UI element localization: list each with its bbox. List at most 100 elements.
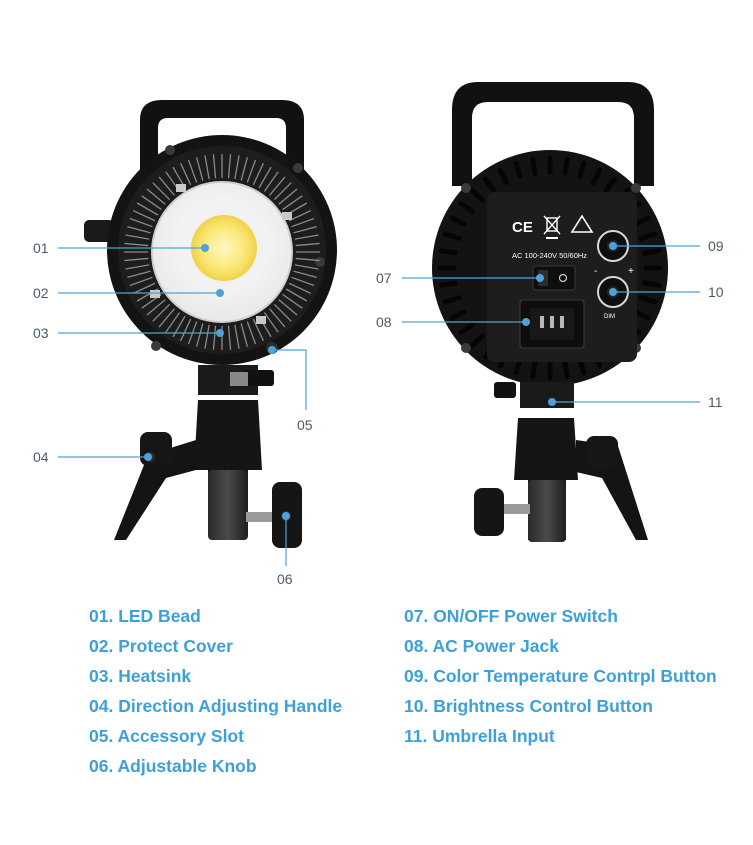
- back-handle: [452, 82, 654, 186]
- heatsink-fin: [291, 276, 315, 287]
- vent-slot: [513, 160, 523, 180]
- vent-slot: [603, 176, 618, 193]
- vent-slot: [449, 309, 467, 321]
- heatsink-fin: [129, 217, 153, 228]
- vent-slot: [577, 160, 587, 180]
- callout-10: 10: [708, 284, 724, 300]
- callout-02: 02: [33, 285, 49, 301]
- heatsink-fin: [146, 299, 166, 316]
- heatsink-fin: [263, 171, 279, 192]
- vent-slot: [530, 156, 538, 176]
- legend-item: 09. Color Temperature Contrpl Button: [404, 666, 717, 686]
- callout-09: 09: [708, 238, 724, 254]
- callout-06: 06: [277, 571, 293, 587]
- legend-item: 10. Brightness Control Button: [404, 696, 653, 716]
- legend-item: 03. Heatsink: [89, 666, 192, 686]
- heatsink-fin: [204, 324, 210, 349]
- legend-item: 06. Adjustable Knob: [89, 756, 257, 776]
- vent-slot: [442, 295, 462, 305]
- heatsink-fin: [294, 234, 319, 240]
- dim-label: DIM: [604, 314, 615, 320]
- heatsink-fin: [293, 270, 317, 278]
- weee-bin-icon: [543, 215, 561, 239]
- vent-slot: [562, 360, 570, 380]
- heatsink-fin: [204, 155, 210, 180]
- legend-item: 02. Protect Cover: [89, 636, 233, 656]
- heatsink-fin: [263, 312, 279, 333]
- heatsink-fin: [285, 288, 308, 302]
- vent-slot: [497, 167, 509, 185]
- legend-item: 04. Direction Adjusting Handle: [89, 696, 343, 716]
- back-mount-neck: [520, 382, 574, 408]
- callout-05: 05: [297, 417, 313, 433]
- heatsink-fin: [152, 182, 171, 201]
- heatsink-fin: [141, 195, 162, 211]
- heatsink-fin: [187, 159, 198, 183]
- vent-slot: [438, 280, 458, 288]
- heatsink-fin: [132, 282, 156, 295]
- back-view: CE AC 100-240V 50/60Hz - + DIM: [432, 82, 668, 542]
- callout-03: 03: [33, 325, 49, 341]
- front-tripod-arm: [114, 440, 196, 540]
- callout-07: 07: [376, 270, 392, 286]
- heatsink-fin: [127, 226, 151, 234]
- callout-01: 01: [33, 240, 49, 256]
- heatsink-fin: [227, 154, 232, 179]
- heatsink-fin: [246, 159, 257, 183]
- heatsink-fin: [129, 276, 153, 287]
- vent-slot: [530, 360, 538, 380]
- heatsink-fin: [158, 308, 175, 328]
- heatsink-fin: [252, 318, 265, 342]
- heatsink-fin: [282, 293, 303, 309]
- heatsink-fin: [278, 188, 298, 205]
- heatsink-fin: [132, 209, 156, 222]
- heatsink-fin: [294, 264, 319, 270]
- plus-mark: +: [628, 266, 634, 277]
- heatsink-fin: [258, 166, 272, 189]
- heatsink-fin: [240, 323, 248, 347]
- vent-slot: [591, 167, 603, 185]
- heatsink-fin: [124, 257, 149, 262]
- heatsink-fin: [179, 318, 192, 342]
- legend-right: 07. ON/OFF Power Switch 08. AC Power Jac…: [404, 601, 717, 751]
- heatsink-fin: [282, 195, 303, 211]
- vent-slot: [638, 295, 658, 305]
- legend-item: 07. ON/OFF Power Switch: [404, 606, 618, 626]
- heatsink-fin: [252, 162, 265, 186]
- heatsink-fin: [158, 176, 175, 196]
- heatsink-fin: [124, 242, 149, 247]
- minus-mark: -: [594, 266, 597, 277]
- heatsink-fin: [273, 182, 292, 201]
- heatsink-fin: [165, 312, 181, 333]
- front-view: [84, 100, 337, 548]
- vent-slot: [458, 321, 475, 336]
- front-side-knob: [84, 220, 114, 242]
- heatsink-fin: [234, 155, 240, 180]
- heatsink-fin: [234, 324, 240, 349]
- heatsink-fin: [295, 242, 320, 247]
- callout-08: 08: [376, 314, 392, 330]
- callout-04: 04: [33, 449, 49, 465]
- vent-slot: [442, 231, 462, 241]
- back-adjustable-knob: [474, 488, 504, 536]
- heatsink-fin: [288, 282, 312, 295]
- heatsink-fin: [295, 257, 320, 262]
- heatsink-fin: [179, 162, 192, 186]
- vent-slot: [458, 200, 475, 215]
- vent-slot: [482, 176, 497, 193]
- voltage-label: AC 100-240V 50/60Hz: [512, 251, 587, 260]
- recycle-icon: [570, 214, 594, 233]
- vent-slot: [469, 187, 485, 203]
- heatsink-fin: [246, 321, 257, 345]
- heatsink-fin: [288, 209, 312, 222]
- heatsink-fin: [212, 154, 217, 179]
- vent-slot: [633, 215, 651, 227]
- vent-slot: [469, 333, 485, 349]
- legend-item: 11. Umbrella Input: [404, 726, 555, 746]
- vent-slot: [642, 280, 662, 288]
- heatsink-fin: [291, 217, 315, 228]
- callout-numbers: 01 02 03 04 05 06 07 08 09 10 11: [33, 238, 724, 587]
- legend-item: 05. Accessory Slot: [89, 726, 244, 746]
- vent-slot: [642, 248, 662, 256]
